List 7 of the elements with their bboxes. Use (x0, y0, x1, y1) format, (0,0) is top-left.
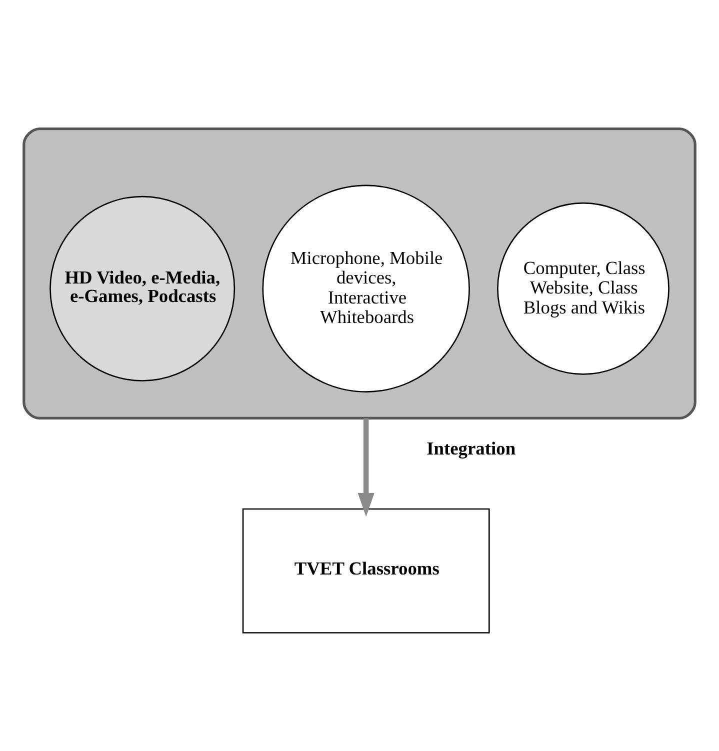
edge-label: Integration (426, 438, 516, 459)
node-circle: Microphone, Mobile devices, Interactive Whiteboards (262, 184, 470, 392)
cluster (22, 127, 696, 420)
node-circle: Computer, Class Website, Class Blogs and Wikis (497, 202, 670, 375)
arrow (358, 418, 374, 517)
node-box: TVET Classrooms (242, 508, 490, 634)
node-circle: HD Video, e-Media, e-Games, Podcasts (50, 196, 236, 382)
